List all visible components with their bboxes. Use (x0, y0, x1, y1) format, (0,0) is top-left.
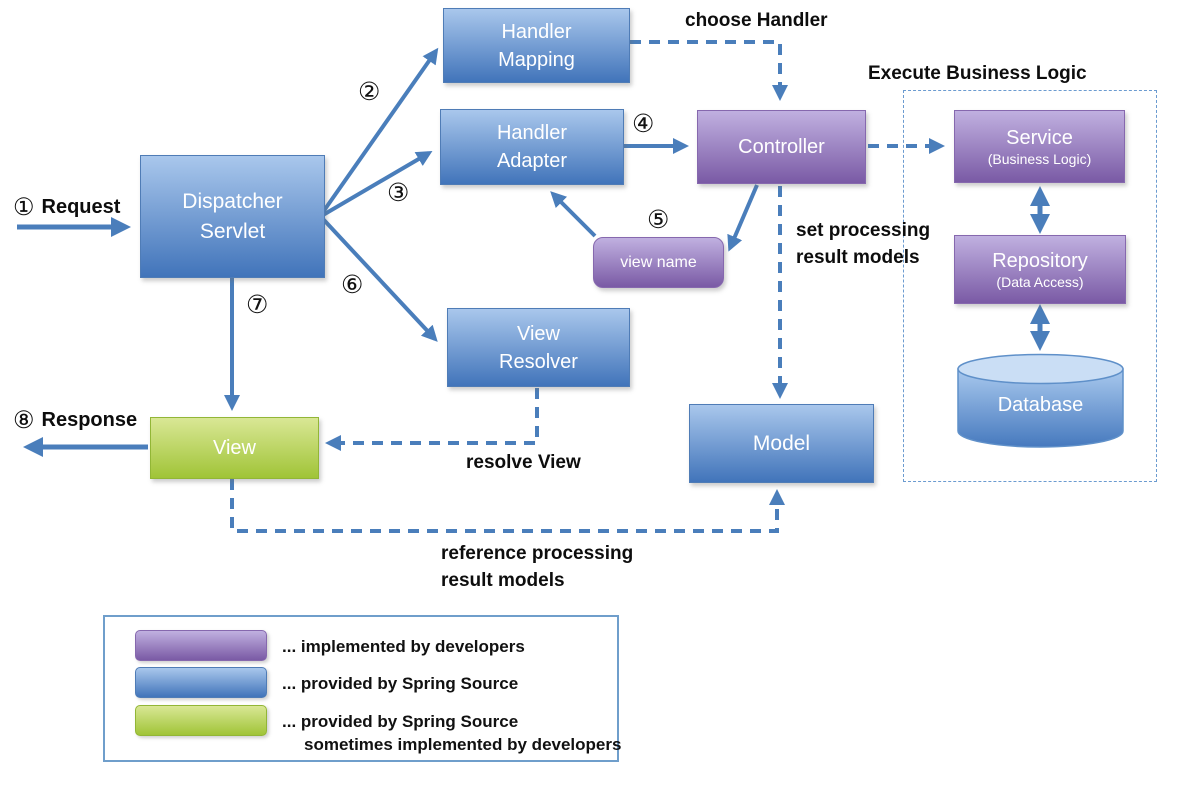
view-label: View (213, 436, 256, 459)
request-text: Request (41, 196, 121, 218)
step8-badge: ⑧ (13, 407, 35, 434)
legend-swatch-green (135, 705, 267, 736)
legend-item-provided-by-spring: ... provided by Spring Source (135, 667, 518, 698)
step5-badge: ⑤ (647, 206, 670, 234)
legend-label-3: ... provided by Spring Source sometimes … (282, 705, 621, 756)
database-cylinder-icon (957, 353, 1124, 448)
view-name-label: view name (620, 253, 697, 271)
legend-label-3-line2: sometimes implemented by developers (304, 735, 622, 754)
legend-swatch-blue (135, 667, 267, 698)
repository-title: Repository (992, 249, 1088, 272)
edge-controller-to-view-name (727, 184, 759, 252)
view-resolver-label-line2: Resolver (499, 350, 578, 373)
edge-dispatcher-to-handler-adapter (321, 150, 433, 217)
handler-adapter-label-line1: Handler (496, 122, 568, 144)
model-label: Model (752, 431, 811, 455)
step3-badge: ③ (387, 179, 410, 207)
view-resolver-label-line1: View (517, 322, 560, 345)
step2-badge: ② (358, 78, 381, 106)
legend-label-3-line1: ... provided by Spring Source (282, 712, 519, 731)
edge-choose-handler-dashed (630, 40, 788, 101)
node-controller: Controller (697, 110, 866, 184)
edge-view-to-model-reference-dashed (230, 479, 785, 533)
choose-handler-label: choose Handler (685, 10, 828, 31)
controller-label: Controller (738, 135, 825, 158)
set-processing-line1: set processing (796, 220, 931, 241)
node-handler-mapping: Handler Mapping (443, 8, 630, 83)
execute-business-logic-label: Execute Business Logic (868, 63, 1087, 84)
set-processing-result-models-label: set processing result models (796, 217, 930, 271)
handler-adapter-label-line2: Adapter (496, 150, 568, 172)
resolve-view-label: resolve View (466, 452, 581, 473)
node-handler-adapter: Handler Adapter (440, 109, 624, 185)
step6-badge: ⑥ (341, 271, 364, 299)
node-dispatcher-servlet: Dispatcher Servlet (140, 155, 325, 278)
set-processing-line2: result models (796, 247, 920, 268)
database-label: Database (997, 394, 1084, 416)
edge-dispatcher-to-handler-mapping (321, 47, 439, 214)
execute-business-logic-container (903, 90, 1157, 482)
dispatcher-servlet-label-line1: Dispatcher (182, 189, 283, 213)
legend: ... implemented by developers ... provid… (103, 615, 621, 762)
edge-dispatcher-to-view-resolver (321, 217, 438, 342)
node-view-name: view name (593, 237, 724, 288)
legend-swatch-purple (135, 630, 267, 661)
legend-item-implemented-by-developers: ... implemented by developers (135, 630, 525, 661)
edge-view-name-to-handler-adapter (550, 191, 597, 238)
step7-badge: ⑦ (246, 291, 269, 319)
legend-label-1: ... implemented by developers (282, 637, 525, 656)
step1-badge: ① (13, 194, 35, 221)
node-view: View (150, 417, 319, 479)
node-service: Service (Business Logic) (954, 110, 1125, 183)
response-text: Response (41, 409, 138, 431)
legend-label-2: ... provided by Spring Source (282, 674, 519, 693)
step1-request-label: ① Request (13, 193, 120, 222)
dispatcher-servlet-label-line2: Servlet (199, 219, 266, 243)
repository-subtitle: (Data Access) (996, 273, 1084, 290)
legend-item-provided-sometimes-implemented: ... provided by Spring Source sometimes … (135, 705, 621, 756)
reference-processing-result-models-label: reference processing result models (441, 540, 633, 594)
node-view-resolver: View Resolver (447, 308, 630, 387)
step4-badge: ④ (632, 110, 655, 138)
step8-response-label: ⑧ Response (13, 406, 137, 435)
node-repository: Repository (Data Access) (954, 235, 1126, 304)
handler-mapping-label-line1: Handler (501, 20, 572, 43)
handler-mapping-label-line2: Mapping (498, 48, 575, 71)
service-title: Service (1006, 126, 1073, 149)
reference-line2: result models (441, 570, 565, 591)
node-model: Model (689, 404, 874, 483)
edge-view-resolver-to-view-dashed (325, 388, 539, 451)
node-database: Database (955, 352, 1126, 449)
service-subtitle: (Business Logic) (987, 150, 1092, 167)
reference-line1: reference processing (441, 543, 634, 564)
